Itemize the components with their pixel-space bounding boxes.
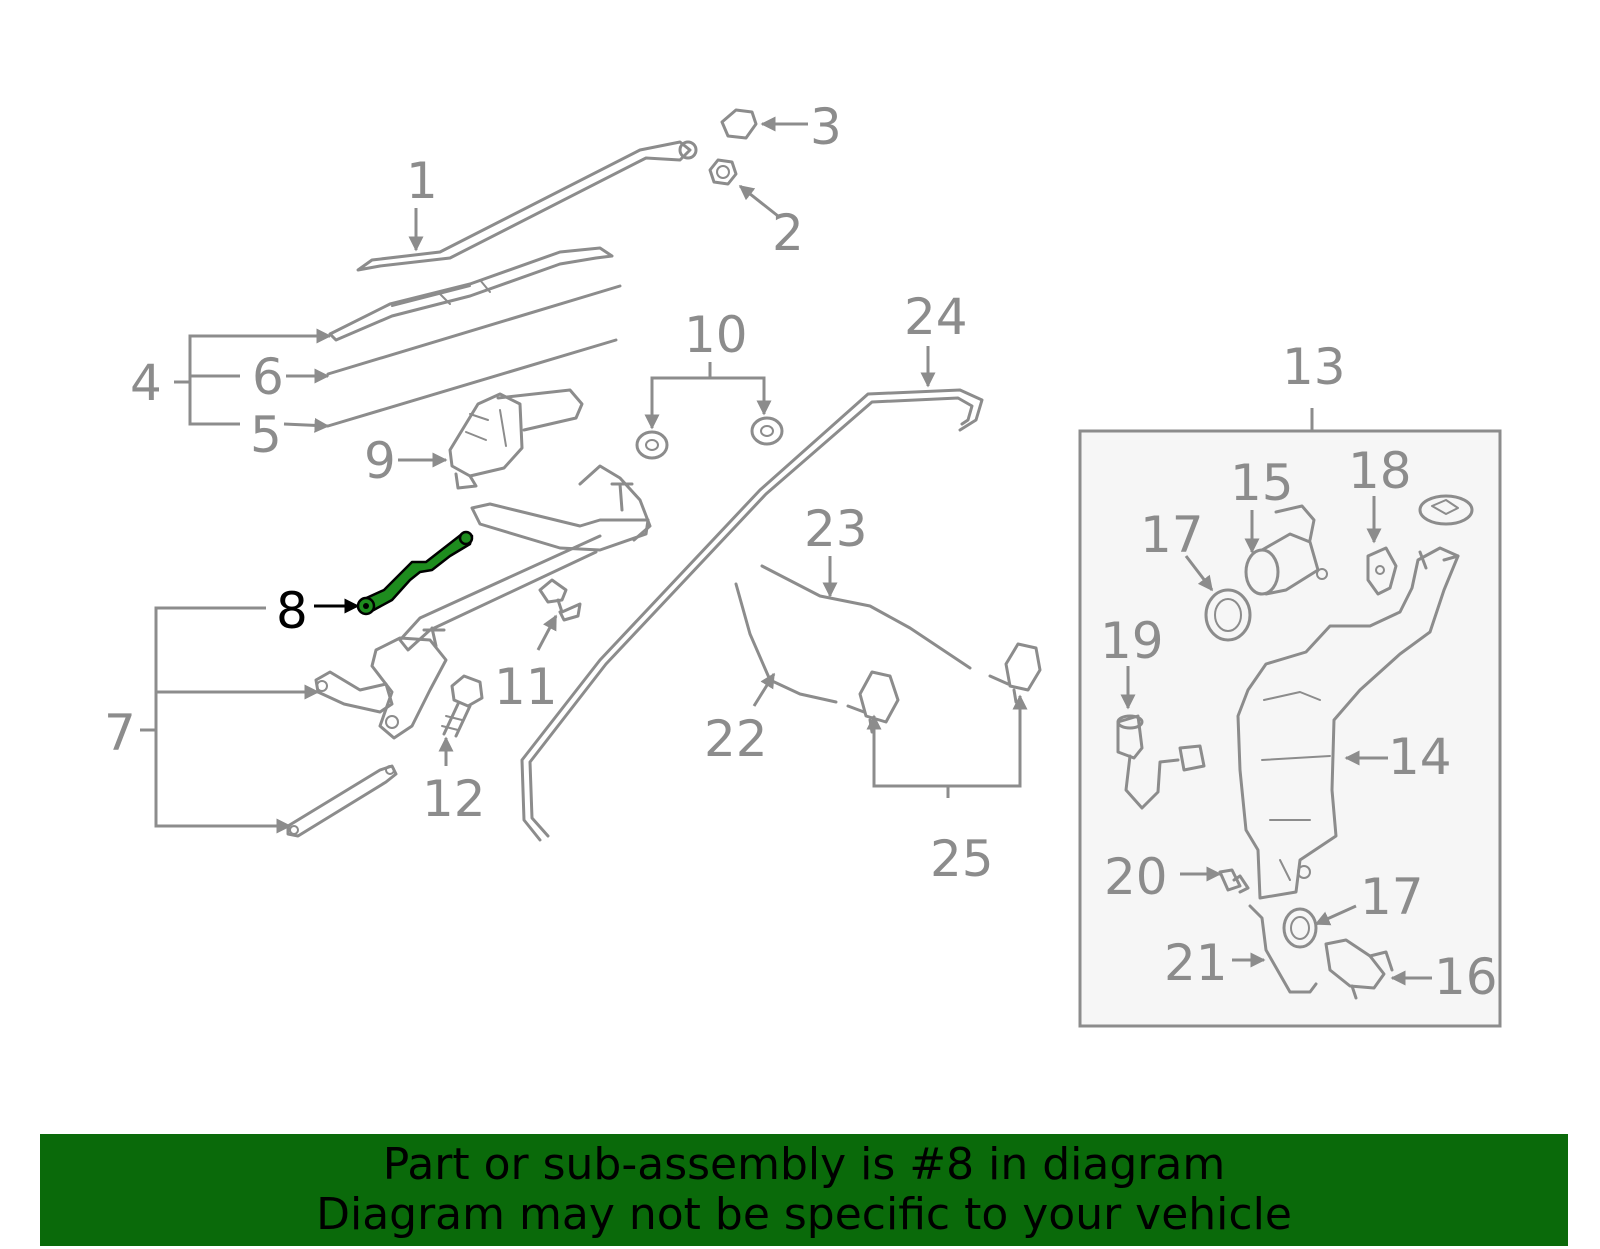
callout-11: 11 bbox=[494, 658, 558, 716]
callout-17a: 17 bbox=[1140, 506, 1204, 564]
grommet-17b-part bbox=[1282, 907, 1318, 949]
callout-17b: 17 bbox=[1360, 868, 1424, 926]
callout-25: 25 bbox=[930, 830, 994, 888]
callout-21: 21 bbox=[1164, 934, 1228, 992]
nut-part bbox=[708, 158, 738, 186]
callout-18: 18 bbox=[1348, 442, 1412, 500]
callout-14: 14 bbox=[1388, 728, 1452, 786]
bolt-part bbox=[441, 674, 484, 738]
washer-pump-part bbox=[1244, 504, 1328, 596]
callout-5: 5 bbox=[250, 406, 282, 464]
wiper-arm-part bbox=[356, 140, 698, 272]
connecting-rod-highlighted-part bbox=[356, 530, 474, 616]
callout-19: 19 bbox=[1100, 612, 1164, 670]
info-banner: Part or sub-assembly is #8 in diagram Di… bbox=[40, 1134, 1568, 1246]
level-sensor-part bbox=[1116, 714, 1206, 810]
leader-lines bbox=[140, 116, 1432, 986]
washer-hose-22-part bbox=[734, 582, 838, 704]
hose-21-part bbox=[1248, 904, 1318, 994]
callout-13: 13 bbox=[1282, 338, 1346, 396]
callout-10: 10 bbox=[684, 306, 748, 364]
callout-12: 12 bbox=[422, 770, 486, 828]
callout-23: 23 bbox=[804, 500, 868, 558]
callout-labels: 1 2 3 4 5 6 7 8 9 10 11 12 13 14 15 16 1… bbox=[104, 98, 1498, 1006]
reservoir-group-box bbox=[1078, 429, 1502, 1028]
filler-cap-part bbox=[1418, 494, 1474, 526]
callout-1: 1 bbox=[406, 152, 438, 210]
callout-3: 3 bbox=[810, 98, 842, 156]
reservoir-tank-part bbox=[1236, 546, 1460, 900]
blade-refill-6-part bbox=[326, 284, 622, 376]
callout-2: 2 bbox=[772, 204, 804, 262]
grommet-17a-part bbox=[1204, 588, 1252, 642]
callout-9: 9 bbox=[364, 432, 396, 490]
banner-line-1: Part or sub-assembly is #8 in diagram bbox=[382, 1139, 1226, 1190]
cap-part bbox=[720, 108, 758, 140]
callout-22: 22 bbox=[704, 710, 768, 768]
washer-hose-24-part bbox=[520, 388, 984, 842]
clip-part bbox=[1366, 546, 1398, 596]
wiper-blade-part bbox=[328, 246, 614, 342]
callout-15: 15 bbox=[1230, 454, 1294, 512]
connector-part bbox=[1218, 868, 1250, 894]
callout-6: 6 bbox=[252, 348, 284, 406]
grommets-part bbox=[635, 416, 784, 460]
callout-8: 8 bbox=[276, 582, 308, 640]
callout-16: 16 bbox=[1434, 948, 1498, 1006]
washer-hose-24-inner bbox=[528, 396, 974, 838]
wiper-motor-part bbox=[448, 388, 584, 490]
banner-line-2: Diagram may not be specific to your vehi… bbox=[316, 1189, 1292, 1240]
washer-nozzles-part bbox=[846, 642, 1042, 734]
callout-7: 7 bbox=[104, 704, 136, 762]
callout-24: 24 bbox=[904, 288, 968, 346]
callout-20: 20 bbox=[1104, 848, 1168, 906]
washer-pump-2-part bbox=[1324, 938, 1394, 1000]
screw-part bbox=[538, 578, 582, 622]
blade-refill-5-part bbox=[326, 338, 618, 428]
washer-hose-23-part bbox=[760, 564, 972, 670]
callout-4: 4 bbox=[130, 354, 162, 412]
